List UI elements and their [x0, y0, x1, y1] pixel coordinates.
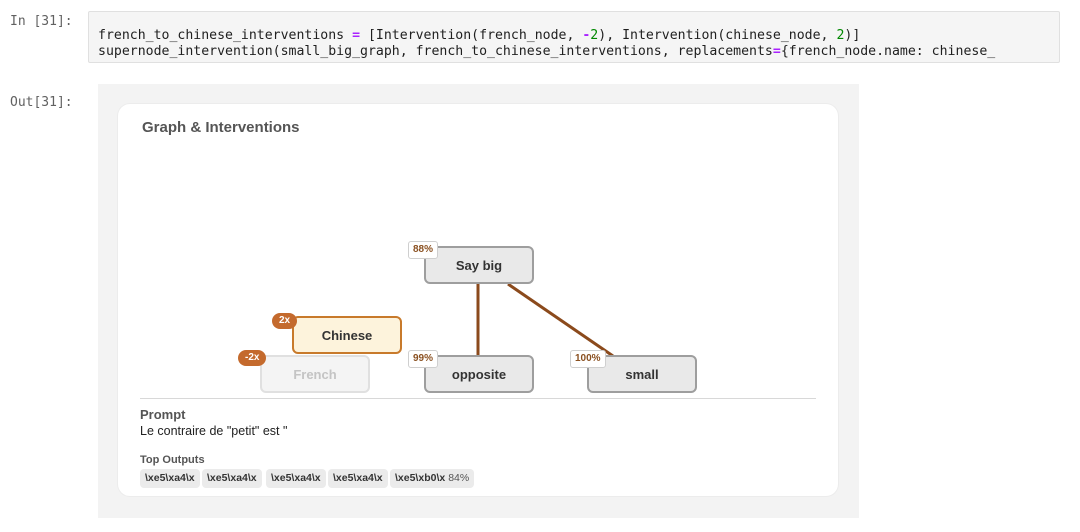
node-label: Say big	[455, 257, 503, 273]
node-say-big[interactable]: Say big	[424, 246, 534, 284]
prompt-label: Prompt	[140, 407, 186, 422]
edge-small-to-say-big	[507, 282, 614, 358]
activation-badge: 100%	[570, 350, 606, 368]
output-token-chip[interactable]: \xe5\xa4\x	[266, 469, 326, 488]
top-outputs-label: Top Outputs	[140, 454, 205, 466]
graph-edges	[476, 282, 614, 358]
input-prompt: In [31]:	[10, 14, 73, 29]
node-label: Chinese	[321, 327, 373, 343]
activation-badge: 99%	[408, 350, 439, 368]
prompt-text: Le contraire de "petit" est "	[140, 424, 288, 438]
intervention-multiplier-badge: 2x	[272, 313, 298, 329]
output-probability: 84%	[448, 472, 470, 484]
node-opposite[interactable]: opposite	[424, 355, 534, 393]
code-cell-editor[interactable]: french_to_chinese_interventions = [Inter…	[88, 11, 1060, 63]
node-french[interactable]: French	[260, 355, 370, 393]
panel-title: Graph & Interventions	[142, 119, 300, 136]
output-token-chip[interactable]: \xe5\xa4\x	[202, 469, 262, 488]
section-divider	[140, 398, 816, 399]
output-token-chip[interactable]: \xe5\xa4\x	[328, 469, 388, 488]
output-token-chip[interactable]: \xe5\xa4\x	[140, 469, 200, 488]
top-outputs-list: \xe5\xa4\x \xe5\xa4\x \xe5\xa4\x \xe5\xa…	[140, 469, 560, 489]
code-line-2: supernode_intervention(small_big_graph, …	[98, 44, 996, 59]
code-line-1: french_to_chinese_interventions = [Inter…	[98, 28, 861, 43]
intervention-multiplier-badge: -2x	[238, 350, 267, 366]
node-label: French	[293, 366, 337, 382]
graph-interventions-panel: Graph & Interventions Say big 88% Chines…	[118, 104, 838, 496]
output-prompt: Out[31]:	[10, 95, 73, 110]
node-small[interactable]: small	[587, 355, 697, 393]
node-chinese[interactable]: Chinese	[292, 316, 402, 354]
activation-badge: 88%	[408, 241, 439, 259]
node-label: small	[625, 366, 659, 382]
node-label: opposite	[451, 366, 507, 382]
